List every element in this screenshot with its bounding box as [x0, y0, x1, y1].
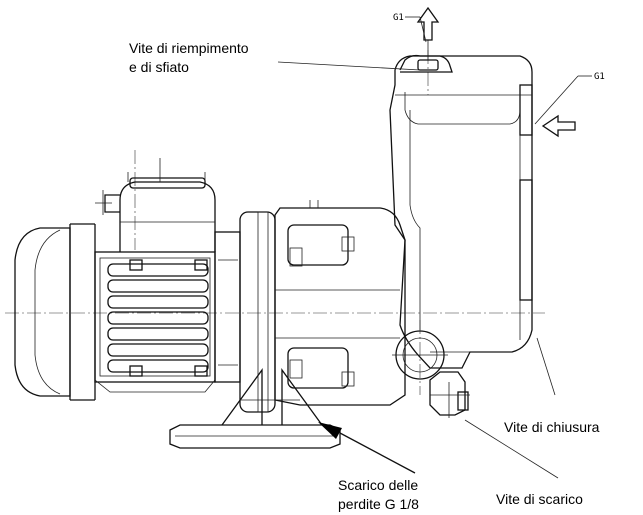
drain-screw: [429, 371, 470, 418]
fill-vent-leader: [277, 61, 421, 71]
fill-vent-screw-label-line2: e di sfiato: [129, 59, 189, 75]
inlet-flow-arrow: [541, 114, 576, 138]
drain-screw-label: Vite di scarico: [496, 491, 583, 507]
motor-fan-cover: [14, 223, 96, 401]
mounting-lug: [129, 365, 143, 377]
side-port-boss: [519, 84, 533, 136]
fill-vent-screw: [399, 40, 453, 73]
motor-housing: [94, 251, 216, 393]
leak-drain-arrowhead: [318, 422, 342, 439]
port-top-leader: [419, 16, 427, 43]
pump-foot: [169, 368, 341, 449]
leak-drain-leader: [339, 432, 416, 474]
leak-drain-label-line2: perdite G 1/8: [338, 496, 419, 512]
side-rib: [519, 179, 533, 301]
port-side-label: G1: [594, 72, 605, 82]
leak-drain-label: Scarico delle: [338, 477, 418, 493]
outlet-flow-arrow: [416, 6, 440, 41]
pump-body: [274, 200, 406, 406]
priming-chamber: [389, 55, 533, 369]
mounting-lug: [194, 365, 208, 377]
cooling-fin: [107, 327, 209, 341]
cooling-fin: [107, 263, 209, 277]
mounting-lug: [129, 259, 143, 271]
cooling-fin: [107, 359, 209, 373]
drain-screw-leader: [464, 419, 559, 479]
port-side-leader: [534, 75, 579, 125]
cooling-fin: [107, 343, 209, 357]
closing-screw-leader: [536, 337, 556, 396]
closing-screw-label: Vite di chiusura: [504, 419, 600, 435]
cooling-fin: [107, 279, 209, 293]
mounting-lug: [194, 259, 208, 271]
cooling-fin: [107, 295, 209, 309]
fill-vent-screw-label: Vite di riempimento: [129, 40, 249, 56]
port-top-label: G1: [393, 13, 404, 23]
suction-port: [392, 330, 448, 380]
terminal-box: [95, 158, 216, 252]
cooling-fin: [107, 311, 209, 325]
motor-flange: [214, 211, 276, 413]
